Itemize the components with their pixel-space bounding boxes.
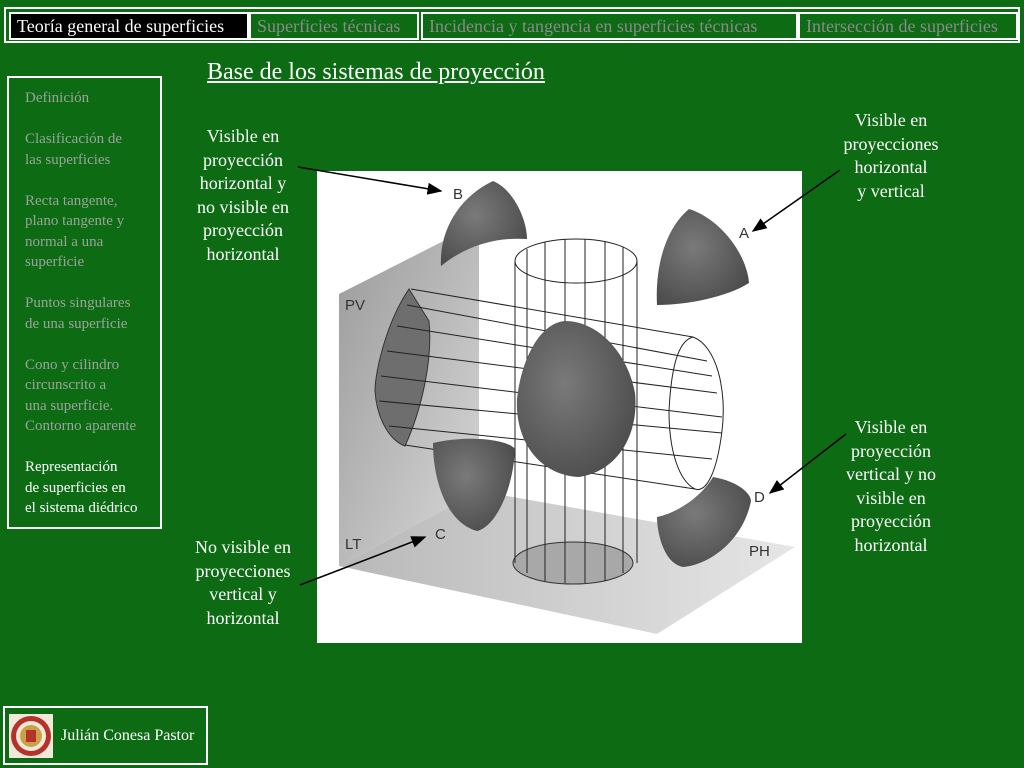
tab-incidencia-tangencia[interactable]: Incidencia y tangencia en superficies té…	[421, 12, 798, 40]
projection-diagram: PV LT PH B A C D	[317, 171, 802, 643]
left-shell-section	[374, 288, 431, 447]
tab-interseccion[interactable]: Intersección de superficies	[798, 12, 1018, 40]
shell-d	[657, 477, 751, 567]
top-navigation: Teoría general de superficies Superficie…	[4, 7, 1020, 43]
marker-c: C	[435, 526, 446, 543]
shell-a	[656, 209, 749, 305]
marker-a: A	[739, 225, 749, 242]
label-a: Visible en proyecciones horizontal y ver…	[843, 110, 939, 201]
arrow-c	[299, 536, 427, 586]
tab-teoria-general[interactable]: Teoría general de superficies	[9, 12, 249, 40]
cylinder-base	[512, 541, 634, 585]
sidebar-item-cono-cilindro[interactable]: Cono y cilindro circunscrito a una super…	[25, 356, 137, 435]
university-seal-icon	[9, 714, 53, 758]
arrow-a	[751, 169, 841, 232]
sidebar-item-representacion[interactable]: Representación de superficies en el sist…	[25, 459, 138, 516]
label-b: Visible en proyección horizontal y no vi…	[197, 126, 289, 264]
author-footer: Julián Conesa Pastor	[3, 706, 208, 765]
central-sphere	[516, 321, 636, 477]
sidebar-item-definicion[interactable]: Definición	[25, 90, 90, 106]
marker-d: D	[754, 489, 765, 506]
label-c: No visible en proyecciones vertical y ho…	[195, 537, 291, 628]
sidebar-item-puntos-singulares[interactable]: Puntos singulares de una superficie	[25, 295, 131, 332]
arrow-d	[768, 433, 847, 494]
sidebar-menu: Definición Clasificación de las superfic…	[7, 76, 162, 529]
sidebar-item-recta-tangente[interactable]: Recta tangente, plano tangente y normal …	[25, 192, 125, 271]
marker-pv: PV	[345, 297, 365, 314]
shell-c	[433, 438, 515, 531]
marker-lt: LT	[345, 536, 361, 553]
arrow-b	[297, 166, 443, 195]
marker-ph: PH	[749, 543, 770, 560]
marker-b: B	[453, 186, 463, 203]
author-name: Julián Conesa Pastor	[61, 727, 195, 744]
diagram-svg: PV LT PH B A C D	[339, 181, 795, 634]
label-d: Visible en proyección vertical y no visi…	[846, 417, 936, 555]
shell-b	[440, 181, 527, 266]
page-title: Base de los sistemas de proyección	[207, 59, 545, 85]
sidebar-item-clasificacion[interactable]: Clasificación de las superficies	[25, 131, 123, 168]
tab-superficies-tecnicas[interactable]: Superficies técnicas	[249, 12, 419, 40]
